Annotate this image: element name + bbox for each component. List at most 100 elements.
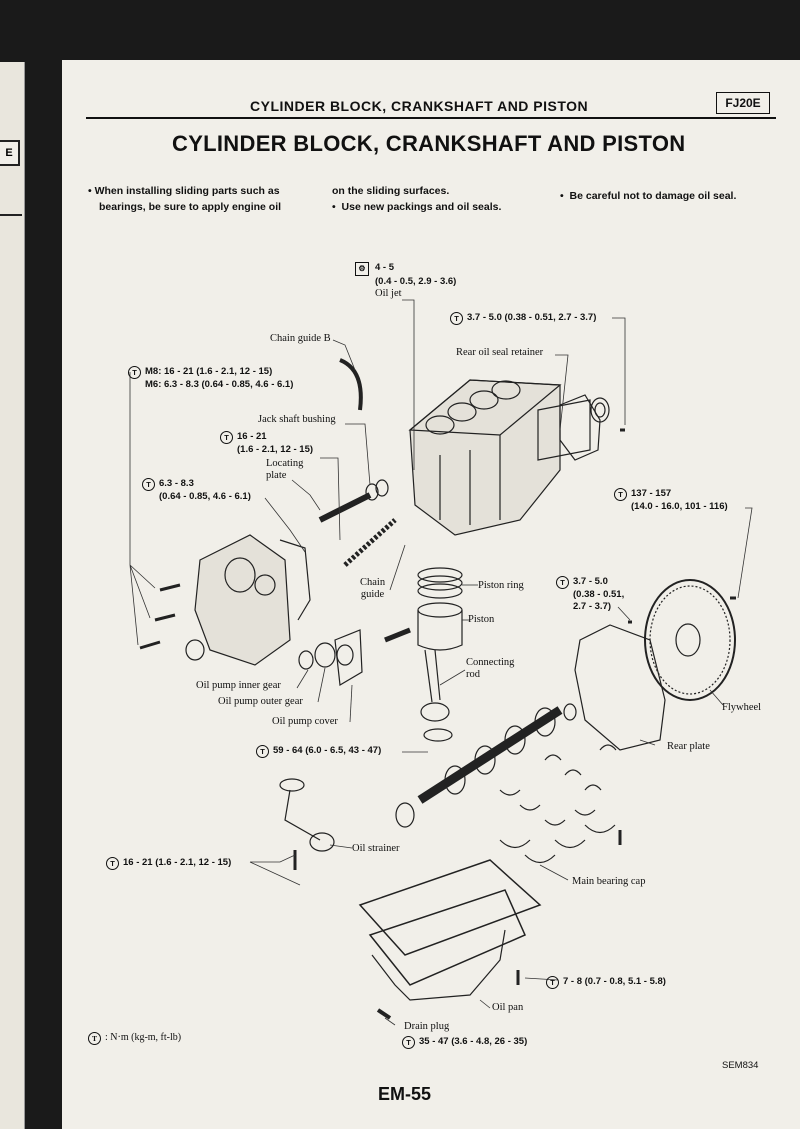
page-number: EM-55 (378, 1084, 432, 1104)
connecting-rod-drawing (420, 649, 453, 742)
facing-page-edge: E (0, 62, 25, 1129)
torque-icon: T (256, 745, 269, 758)
label-oil-jet: Oil jet (375, 288, 402, 299)
legend-text: : N·m (kg-m, ft-lb) (105, 1032, 182, 1043)
flywheel-drawing (644, 579, 736, 701)
oil-pump-parts-drawing (298, 629, 363, 686)
torque-icon: T (614, 488, 627, 501)
running-header-title: CYLINDER BLOCK, CRANKSHAFT AND PISTON (250, 98, 589, 114)
rear-plate-torque-spec: T 3.7 - 5.0 (0.38 - 0.51, 2.7 - 3.7) (556, 576, 624, 613)
oil-jet-spec-line-2: (0.4 - 0.5, 2.9 - 3.6) (375, 276, 457, 287)
spec-59-64-text: 59 - 64 (6.0 - 6.5, 43 - 47) (273, 745, 382, 756)
label-jack-shaft-bushing: Jack shaft bushing (258, 414, 336, 425)
label-oil-pan: Oil pan (492, 1002, 524, 1013)
rp-spec-line-3: 2.7 - 3.7) (573, 601, 612, 612)
header-rule (86, 117, 776, 119)
label-chain-guide-b: Chain guide B (270, 333, 331, 344)
jack-shaft-drawing (318, 479, 389, 523)
label-oil-pump-cover: Oil pump cover (272, 716, 338, 727)
facing-page-tab: E (0, 140, 20, 166)
note-2: Use new packings and oil seals. (341, 201, 502, 213)
label-locating-plate: Locating plate (266, 458, 303, 482)
note-1-line-3: on the sliding surfaces. (332, 185, 450, 197)
manual-page (62, 60, 800, 1129)
piston-ring-drawing (417, 567, 463, 599)
torque-spec-35-47: T 35 - 47 (3.6 - 4.8, 26 - 35) (402, 1036, 527, 1049)
label-piston-ring: Piston ring (478, 580, 524, 591)
torque-icon: T (556, 576, 569, 589)
torque-icon: T (402, 1036, 415, 1049)
oil-strainer-drawing (279, 778, 335, 852)
lp-spec-line-1: 16 - 21 (237, 431, 267, 442)
rp-spec-line-2: (0.38 - 0.51, (573, 589, 625, 600)
locating-plate-line-2: plate (266, 470, 287, 481)
bearings-drawing (395, 744, 617, 864)
label-oil-pump-outer-gear: Oil pump outer gear (218, 696, 303, 707)
label-oil-pump-inner-gear: Oil pump inner gear (196, 680, 281, 691)
rp-spec-line-1: 3.7 - 5.0 (573, 576, 608, 587)
note-1-line-1: When installing sliding parts such as (94, 185, 280, 197)
label-rear-oil-seal-retainer: Rear oil seal retainer (456, 347, 544, 358)
label-drain-plug: Drain plug (404, 1021, 450, 1032)
oil-jet-torque-spec: ⚙ 4 - 5 (0.4 - 0.5, 2.9 - 3.6) (355, 262, 456, 288)
m6-spec: M6: 6.3 - 8.3 (0.64 - 0.85, 4.6 - 6.1) (145, 379, 294, 390)
locating-plate-torque-spec: T 16 - 21 (1.6 - 2.1, 12 - 15) (220, 431, 313, 456)
chain-guide-line-1: Chain (360, 577, 386, 588)
m8-m6-torque-spec: T M8: 16 - 21 (1.6 - 2.1, 12 - 15) M6: 6.… (128, 366, 293, 391)
note-3-text: Be careful not to damage oil seal. (569, 190, 737, 202)
rear-plate-drawing (574, 624, 666, 751)
note-1: • When installing sliding parts such as … (88, 183, 281, 215)
lp-spec-line-2: (1.6 - 2.1, 12 - 15) (237, 444, 314, 455)
torque-spec-59-64: T 59 - 64 (6.0 - 6.5, 43 - 47) (256, 745, 381, 758)
bullet-icon: • (88, 185, 95, 197)
figure-code: SEM834 (722, 1060, 759, 1071)
label-connecting-rod: Connecting rod (466, 657, 514, 681)
torque-icon: T (220, 431, 233, 444)
torque-icon: T (88, 1032, 101, 1045)
facing-page-rule (0, 214, 22, 216)
spec-35-47-text: 35 - 47 (3.6 - 4.8, 26 - 35) (419, 1036, 528, 1047)
chain-guide-b-drawing (339, 358, 363, 411)
spec-7-8-text: 7 - 8 (0.7 - 0.8, 5.1 - 5.8) (563, 976, 666, 987)
s63-spec-line-1: 6.3 - 8.3 (159, 478, 194, 489)
connecting-rod-line-1: Connecting (466, 657, 515, 668)
label-flywheel: Flywheel (722, 702, 762, 713)
label-chain-guide: Chain guide (360, 577, 385, 601)
oil-pan-drawing (358, 859, 542, 1001)
page-title: CYLINDER BLOCK, CRANKSHAFT AND PISTON (172, 131, 686, 156)
front-cover-drawing (185, 534, 291, 666)
note-3: • Be careful not to damage oil seal. (560, 188, 736, 204)
drain-plug-drawing (376, 1008, 392, 1020)
spec-16-21-text: 16 - 21 (1.6 - 2.1, 12 - 15) (123, 857, 232, 868)
oil-jet-spec-line-1: 4 - 5 (375, 262, 395, 273)
note-1-cont: on the sliding surfaces. • Use new packi… (332, 183, 501, 215)
m8-spec: M8: 16 - 21 (1.6 - 2.1, 12 - 15) (145, 366, 273, 377)
gasket-drawing (279, 539, 311, 621)
bullet-icon: • (560, 190, 570, 202)
torque-spec-16-21: T 16 - 21 (1.6 - 2.1, 12 - 15) (106, 857, 231, 870)
label-oil-strainer: Oil strainer (352, 843, 400, 854)
chain-guide-line-2: guide (360, 589, 385, 600)
s63-spec-line-2: (0.64 - 0.85, 4.6 - 6.1) (159, 491, 251, 502)
label-main-bearing-cap: Main bearing cap (572, 876, 646, 887)
wrench-spec-icon: ⚙ (355, 262, 369, 276)
torque-icon: T (106, 857, 119, 870)
torque-legend: T : N·m (kg-m, ft-lb) (88, 1032, 181, 1045)
chain-guide-drawing (343, 518, 397, 567)
crankshaft-drawing (417, 703, 577, 804)
bullet-icon: • (332, 201, 342, 213)
spec-37-50-text: 3.7 - 5.0 (0.38 - 0.51, 2.7 - 3.7) (467, 312, 597, 323)
label-piston: Piston (468, 614, 495, 625)
cylinder-block-drawing (408, 379, 591, 536)
label-rear-plate: Rear plate (667, 741, 710, 752)
fw-spec-line-2: (14.0 - 16.0, 101 - 116) (631, 501, 728, 512)
rear-oil-seal-retainer-drawing (559, 394, 610, 461)
fw-spec-line-1: 137 - 157 (631, 488, 672, 499)
torque-icon: T (128, 366, 141, 379)
piston-drawing (384, 602, 463, 651)
connecting-rod-line-2: rod (466, 669, 480, 680)
